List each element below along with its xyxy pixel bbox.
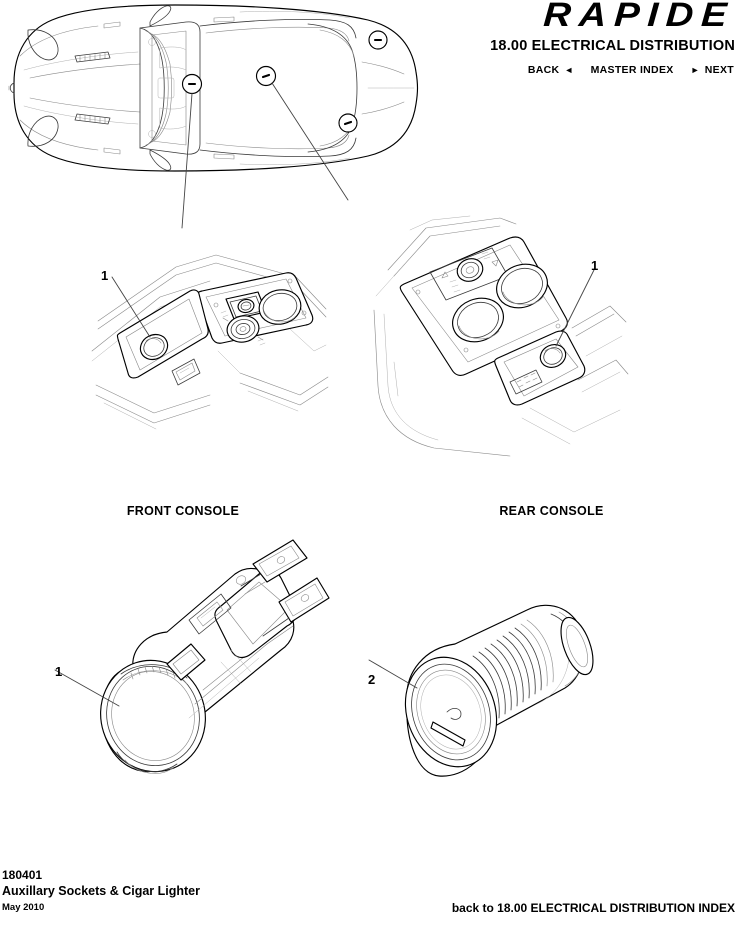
item-number-front-console: 1 bbox=[101, 268, 109, 283]
rear-console-aux-socket bbox=[539, 344, 567, 368]
front-console-aux-socket bbox=[139, 333, 169, 361]
vehicle-plan-svg bbox=[8, 4, 419, 229]
socket-assembly-svg bbox=[54, 539, 330, 774]
item-number-rear-console: 1 bbox=[591, 258, 599, 273]
socket-leader-line bbox=[54, 669, 120, 707]
rear-console-caption: REAR CONSOLE bbox=[499, 504, 604, 518]
cigar-lighter-knurl-band bbox=[472, 619, 554, 719]
socket-knurl-marks bbox=[130, 665, 176, 680]
front-console-leader-line bbox=[111, 276, 151, 338]
rapide-brand-logo: RAPIDE bbox=[541, 0, 736, 34]
rear-console-cupholder-right bbox=[496, 263, 548, 309]
rear-console-vent-grille bbox=[509, 369, 543, 395]
plan-marker-rear-left bbox=[338, 113, 358, 133]
next-link[interactable]: NEXT bbox=[704, 64, 734, 76]
front-console-caption: FRONT CONSOLE bbox=[126, 504, 240, 518]
side-vent-rear bbox=[74, 113, 111, 125]
page-footer: 180401 Auxillary Sockets & Cigar Lighter… bbox=[0, 865, 737, 927]
socket-spade-terminal-upper bbox=[252, 539, 308, 583]
item-number-cigar-lighter: 2 bbox=[368, 672, 376, 687]
plan-marker-rear-right bbox=[368, 30, 388, 50]
revision-date: May 2010 bbox=[2, 902, 45, 913]
master-index-link[interactable]: MASTER INDEX bbox=[590, 64, 674, 76]
rear-console-leader-line bbox=[555, 269, 595, 347]
back-link[interactable]: BACK bbox=[527, 64, 560, 76]
part-number: 180401 bbox=[2, 868, 43, 882]
rear-console-svg bbox=[373, 215, 629, 457]
back-arrow-icon[interactable]: ◄ bbox=[564, 64, 574, 75]
vehicle-plan-view-figure bbox=[0, 0, 430, 235]
cigar-lighter-leader-line bbox=[368, 659, 418, 689]
front-console-switch-panel bbox=[171, 358, 201, 386]
back-to-index-link[interactable]: back to 18.00 ELECTRICAL DISTRIBUTION IN… bbox=[451, 901, 735, 915]
plan-callout-front-console bbox=[181, 73, 203, 229]
rear-console-control-cluster bbox=[429, 247, 509, 301]
rear-console-cupholder-left bbox=[452, 297, 504, 343]
cigar-lighter-figure bbox=[355, 600, 605, 820]
next-arrow-icon[interactable]: ► bbox=[690, 64, 700, 75]
socket-retaining-tab bbox=[166, 643, 206, 681]
rear-console-figure bbox=[370, 210, 630, 460]
page-header: RAPIDE 18.00 ELECTRICAL DISTRIBUTION BAC… bbox=[0, 0, 737, 95]
plan-callout-rear-console bbox=[255, 65, 349, 201]
front-console-cupholder bbox=[258, 289, 302, 325]
front-console-svg bbox=[91, 254, 329, 430]
front-console-socket bbox=[225, 291, 267, 320]
page-title: 18.00 ELECTRICAL DISTRIBUTION bbox=[490, 38, 735, 54]
navigation-bar: BACK ◄ MASTER INDEX ► NEXT bbox=[528, 64, 734, 76]
socket-assembly-figure bbox=[45, 539, 330, 815]
part-name: Auxillary Sockets & Cigar Lighter bbox=[2, 884, 200, 898]
cigar-lighter-svg bbox=[368, 604, 594, 777]
item-number-socket-assembly: 1 bbox=[55, 664, 63, 679]
front-console-control-knob bbox=[220, 310, 266, 346]
side-vent-front bbox=[74, 51, 111, 63]
cigarette-symbol-icon bbox=[430, 708, 466, 747]
socket-spade-terminal-lower bbox=[278, 577, 330, 623]
front-console-figure bbox=[90, 225, 335, 460]
cigar-lighter-front-face bbox=[404, 656, 498, 768]
socket-front-bezel bbox=[100, 659, 206, 774]
